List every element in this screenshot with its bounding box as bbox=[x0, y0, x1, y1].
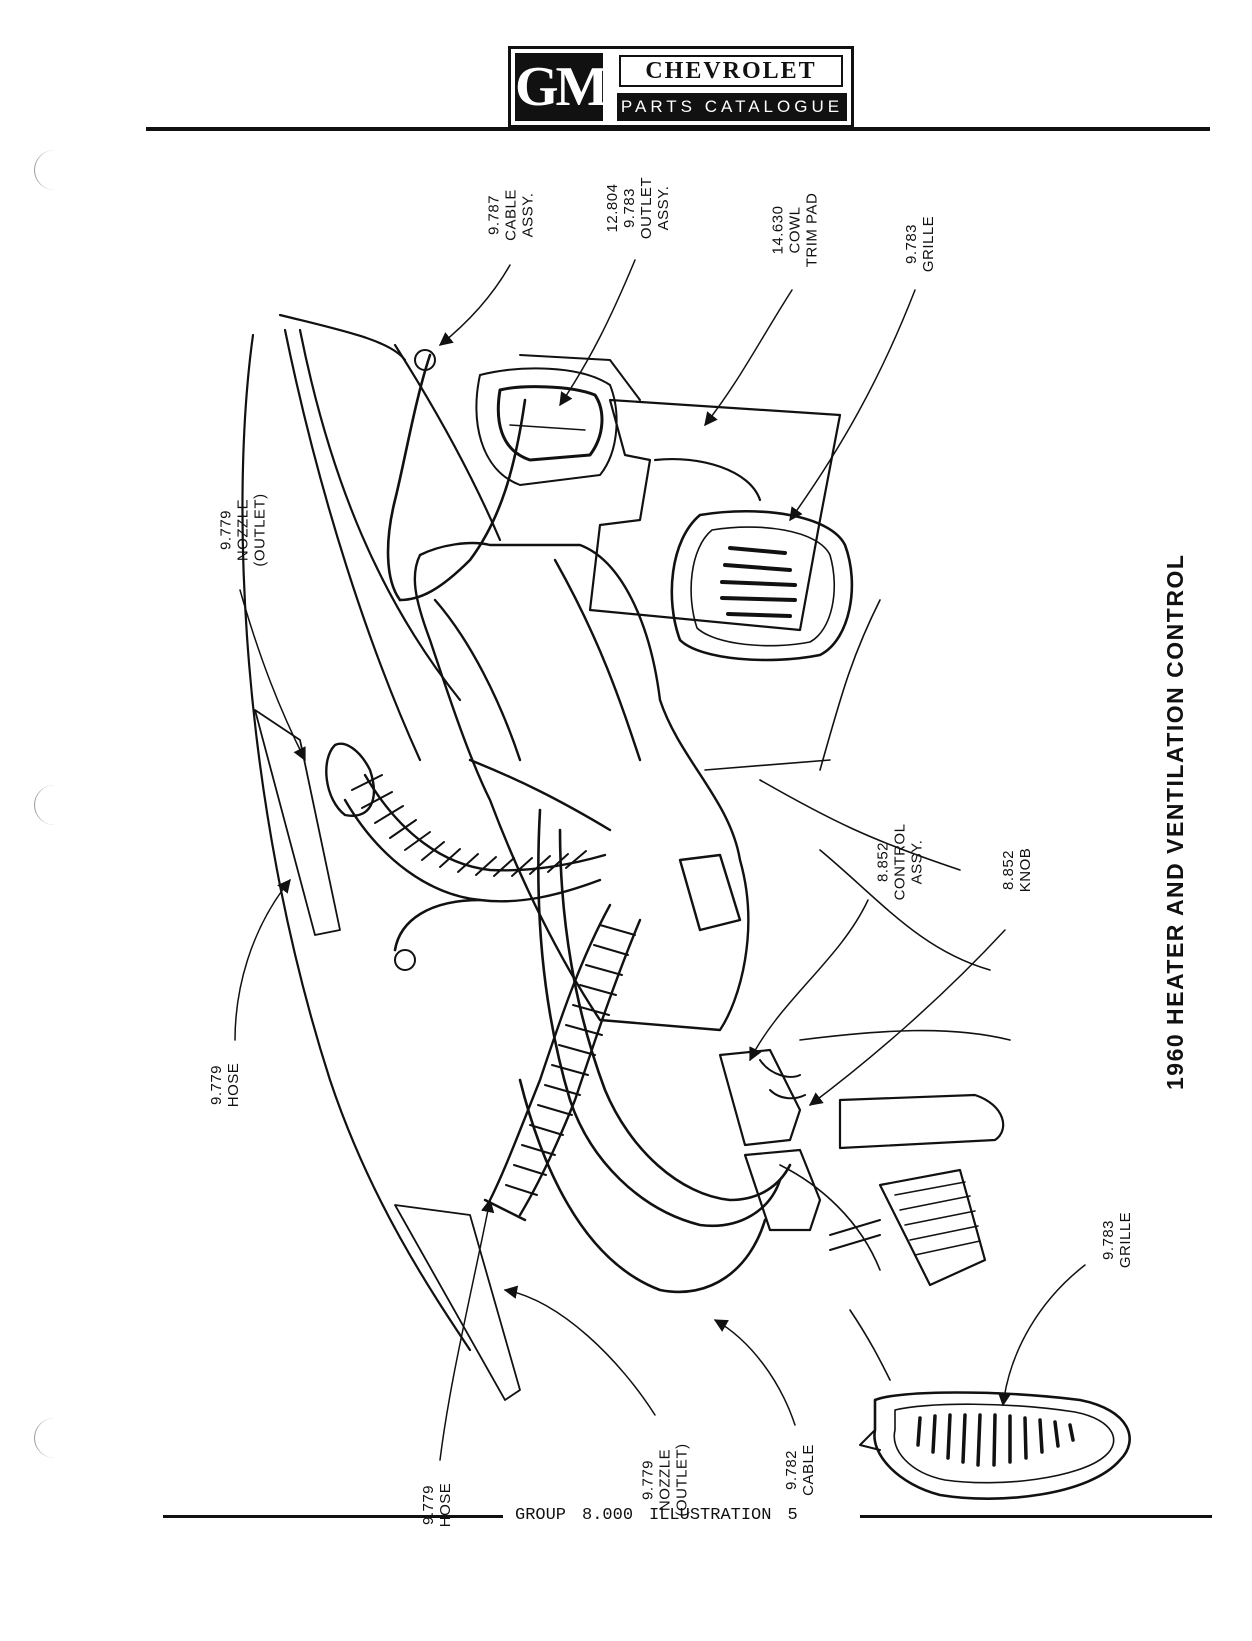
callout-cowl-trim-pad: 14.630 COWL TRIM PAD bbox=[769, 192, 821, 268]
upper-grille bbox=[670, 509, 854, 662]
footer-rule-left bbox=[163, 1515, 503, 1518]
callout-hose-left: 9.779 HOSE bbox=[208, 1062, 242, 1108]
header-rule bbox=[146, 127, 1210, 131]
page-title: 1960 HEATER AND VENTILATION CONTROL bbox=[1162, 553, 1188, 1090]
footer-rule-right bbox=[860, 1515, 1212, 1518]
callout-knob: 8.852 KNOB bbox=[1000, 847, 1034, 893]
footer-illustration-number: 5 bbox=[787, 1506, 798, 1525]
callout-nozzle-outlet-left: 9.779 NOZZLE (OUTLET) bbox=[217, 493, 269, 567]
callout-outlet-assy: 12.804 9.783 OUTLET ASSY. bbox=[604, 176, 672, 240]
callout-grille-lower: 9.783 GRILLE bbox=[1100, 1211, 1134, 1269]
callout-cable: 9.782 CABLE bbox=[783, 1444, 817, 1496]
binder-hole-bottom bbox=[34, 1418, 75, 1458]
left-hose bbox=[325, 742, 607, 903]
callout-hose-bottom: 9.779 HOSE bbox=[420, 1482, 454, 1528]
control-cables bbox=[386, 349, 792, 1294]
footer-caption: GROUP 8.000 ILLUSTRATION 5 bbox=[515, 1504, 855, 1528]
gm-chevrolet-logo: GM CHEVROLET PARTS CATALOGUE bbox=[508, 46, 854, 128]
footer-group-number: 8.000 bbox=[582, 1506, 634, 1525]
footer-group-label: GROUP bbox=[515, 1506, 567, 1525]
callout-grille-upper: 9.783 GRILLE bbox=[903, 215, 937, 273]
gm-logo-mark: GM bbox=[515, 53, 608, 121]
dash-panel bbox=[241, 313, 521, 1401]
pedals bbox=[829, 1093, 1005, 1287]
catalogue-name: PARTS CATALOGUE bbox=[617, 93, 847, 121]
bottom-hose bbox=[483, 903, 642, 1222]
leader-lines bbox=[234, 259, 1086, 1461]
footer-illustration-label: ILLUSTRATION bbox=[649, 1506, 772, 1525]
callout-control-assy: 8.852 CONTROL ASSY. bbox=[874, 823, 926, 901]
control-assembly bbox=[718, 1048, 822, 1232]
lower-grille bbox=[859, 1391, 1131, 1500]
floor-contours bbox=[704, 599, 1011, 1381]
outlet-assembly bbox=[475, 354, 641, 486]
callout-cable-assy: 9.787 CABLE ASSY. bbox=[485, 189, 537, 241]
heater-duct bbox=[413, 541, 750, 1032]
brand-name: CHEVROLET bbox=[619, 55, 843, 87]
binder-hole-top bbox=[34, 150, 75, 190]
cowl-trim-pad bbox=[588, 398, 842, 632]
binder-hole-middle bbox=[34, 785, 75, 825]
